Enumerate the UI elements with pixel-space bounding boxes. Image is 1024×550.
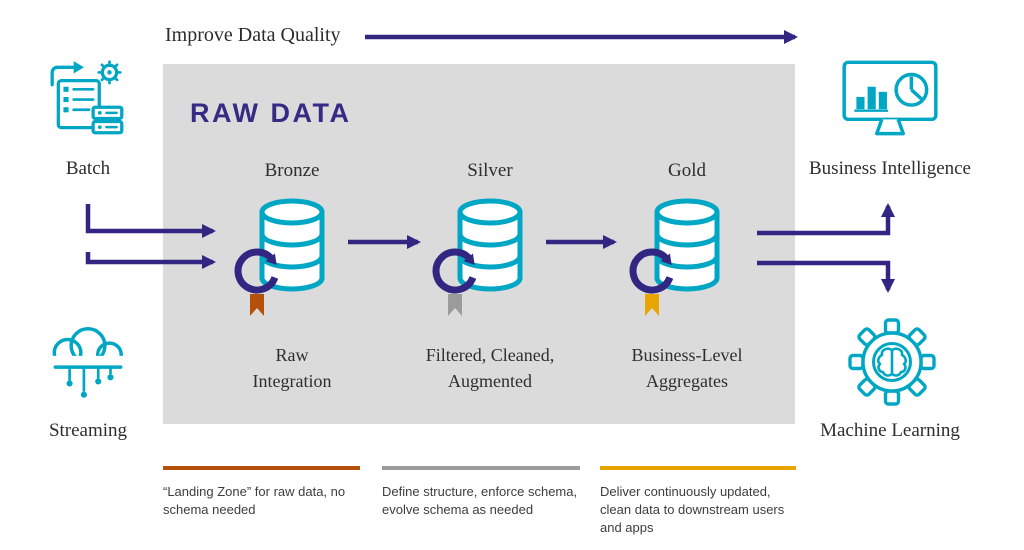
stage-bronze: Bronze Raw Integration [202, 160, 382, 406]
bronze-rule [163, 466, 360, 470]
footnote-text: Deliver continuously updated, clean data… [600, 484, 785, 536]
machine-learning-label: Machine Learning [820, 420, 960, 441]
improve-data-quality-label: Improve Data Quality [165, 24, 341, 46]
stage-description: Raw Integration [252, 345, 332, 392]
business-intelligence-label: Business Intelligence [809, 158, 971, 179]
footnote-bronze: “Landing Zone” for raw data, no schema n… [163, 466, 360, 519]
stage-silver: Silver Filtered, Cleaned, Augmented [400, 160, 580, 406]
database-cylinder-icon [457, 198, 523, 292]
batch-servers-icon [44, 54, 132, 142]
ml-gear-brain-icon [846, 316, 938, 408]
database-cylinder-icon [259, 198, 325, 292]
database-cylinder-icon [654, 198, 720, 292]
batch-label: Batch [65, 158, 111, 179]
stage-name: Silver [467, 160, 513, 181]
streaming-cloud-icon [38, 316, 138, 408]
gold-rule [600, 466, 796, 470]
bi-dashboard-icon [834, 56, 946, 146]
stage-name: Bronze [264, 160, 320, 181]
footnote-gold: Deliver continuously updated, clean data… [600, 466, 805, 538]
refresh-ribbon-badge-icon [432, 248, 477, 316]
stage-gold: Gold Business-Level Aggregates [597, 160, 777, 406]
raw-data-title: RAW DATA [190, 98, 352, 128]
stage-description: Filtered, Cleaned, Augmented [425, 345, 555, 392]
silver-rule [382, 466, 580, 470]
footnote-text: Define structure, enforce schema, evolve… [382, 484, 578, 518]
stage-description: Business-Level Aggregates [631, 345, 743, 392]
stage-name: Gold [668, 160, 706, 181]
streaming-label: Streaming [48, 420, 128, 441]
refresh-ribbon-badge-icon [629, 248, 674, 316]
footnote-text: “Landing Zone” for raw data, no schema n… [163, 484, 346, 518]
refresh-ribbon-badge-icon [234, 248, 279, 316]
footnote-silver: Define structure, enforce schema, evolve… [382, 466, 582, 519]
